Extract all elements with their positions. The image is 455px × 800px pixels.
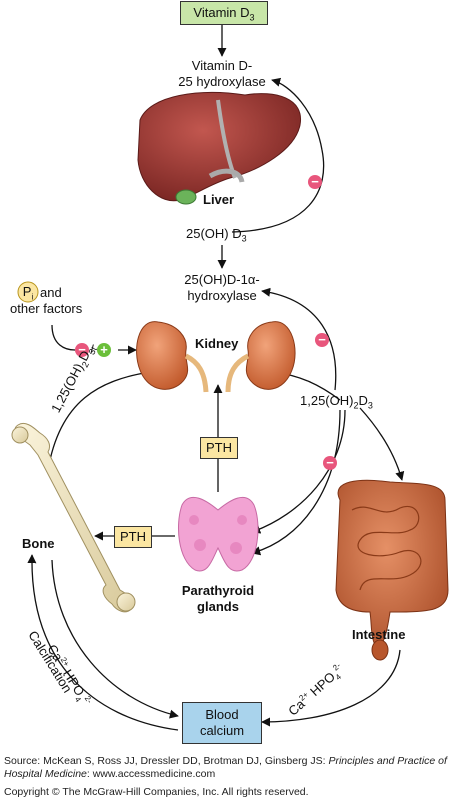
pi-sub: i — [31, 292, 34, 302]
bone-to-blood — [51, 559, 179, 719]
source-prefix: Source: McKean S, Ross JJ, Dressler DD, … — [4, 755, 329, 767]
calcitriol-right: 1,25(OH)2D3 — [300, 393, 373, 414]
parathyroid-label-line2: glands — [197, 599, 239, 614]
minus-sign-parathyroid: − — [326, 455, 334, 470]
minus-calcitriol-parathyroid — [323, 456, 337, 470]
bone-label: Bone — [22, 536, 55, 551]
enzyme-kidney-line1: 25(OH)D-1α- — [184, 272, 260, 287]
enzyme-kidney-line2: hydroxylase — [187, 288, 257, 303]
calcitriol-to-parathyroid-1 — [251, 409, 346, 534]
calcitriol-feedback-enzyme — [261, 287, 337, 391]
pi-label: Pi — [18, 284, 38, 306]
intestine-to-blood — [261, 649, 401, 727]
minus-calcitriol-enzyme — [315, 333, 329, 347]
minus-sign-enzyme: − — [318, 332, 326, 347]
intestine-label: Intestine — [352, 627, 406, 642]
blood-to-bone — [27, 554, 179, 731]
pth-box-bone: PTH — [114, 526, 152, 548]
calcitriol-right-sub2: 3 — [367, 400, 373, 411]
liver-label: Liver — [203, 192, 235, 207]
copyright-notice: Copyright © The McGraw-Hill Companies, I… — [4, 786, 309, 798]
vitamin-d3-sub: 3 — [249, 12, 255, 23]
calcitriol-to-intestine — [359, 407, 405, 481]
source-title: Principles and Practice of Hospital Medi… — [4, 755, 447, 780]
bone-illustration — [11, 422, 136, 613]
source-suffix: : www.accessmedicine.com — [86, 768, 216, 780]
minus-sign-factors: − — [78, 342, 86, 357]
metabolite-25ohd3-sub: 3 — [241, 233, 247, 244]
minus-sign-liver: − — [311, 174, 319, 189]
parathyroid-label-line1: Parathyroid — [181, 583, 255, 598]
enzyme-liver-line2: 25 hydroxylase — [178, 74, 266, 89]
parathyroid-illustration — [177, 496, 259, 572]
enzyme-liver-line1: Vitamin D- — [191, 58, 253, 73]
pi-symbol: P — [22, 284, 32, 299]
blood-calcium-line2: calcium — [199, 723, 245, 738]
vitamin-d3-box: Vitamin D3 — [180, 1, 268, 25]
liver-illustration — [137, 91, 301, 205]
calcitriol-right-pre: 1,25(OH) — [300, 393, 354, 408]
blood-calcium-box: Blood calcium — [182, 702, 262, 744]
intestine-illustration — [335, 479, 449, 661]
calcitriol-right-sub1: 2 — [353, 400, 359, 411]
liver-feedback-loop — [231, 77, 325, 233]
minus-factors — [75, 343, 89, 357]
kidney-label: Kidney — [195, 336, 239, 351]
minus-liver-feedback — [308, 175, 322, 189]
blood-calcium-line1: Blood — [205, 707, 239, 722]
calcitriol-right-mid: D — [358, 393, 368, 408]
slash-sign: / — [90, 342, 94, 357]
kidney-to-bone — [44, 371, 151, 471]
kidney-illustration — [136, 321, 296, 393]
calcitriol-to-parathyroid-2 — [251, 409, 341, 556]
metabolite-25ohd3: 25(OH) D3 — [186, 226, 247, 247]
source-citation: Source: McKean S, Ross JJ, Dressler DD, … — [4, 755, 452, 781]
arrow-factors-to-kidney — [51, 324, 76, 351]
vitamin-d3-text: Vitamin D — [193, 5, 250, 20]
pth-box-kidney: PTH — [200, 437, 238, 459]
factors-line2: other factors — [10, 301, 83, 316]
metabolite-25ohd3-text: 25(OH) D — [186, 226, 242, 241]
plus-sign-factors: + — [100, 342, 108, 357]
factors-line1: and — [40, 285, 62, 300]
plus-factors — [97, 343, 111, 357]
pi-circle — [17, 281, 39, 303]
